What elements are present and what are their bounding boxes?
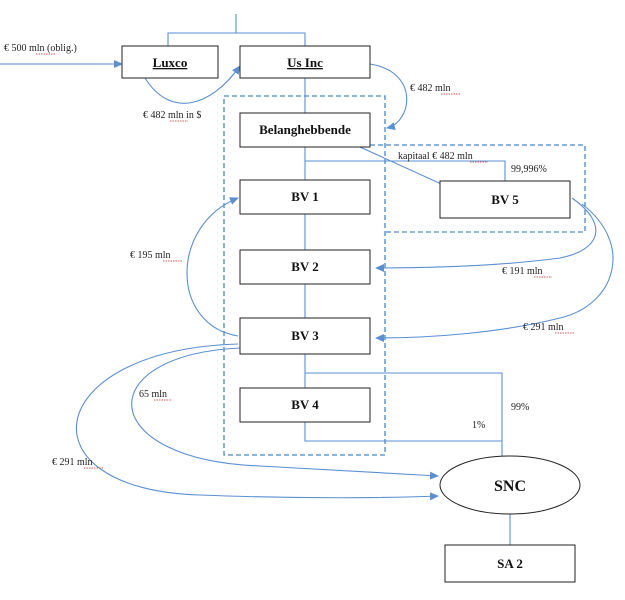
arrow-bv5-bv2 [375,197,597,272]
bv5-label: BV 5 [491,192,519,207]
bv5-box: BV 5 [439,180,571,219]
arrow-bv3-snc-65 [131,347,439,480]
label-loan-in: € 500 mln (oblig.) [4,43,77,54]
line-top-usinc [167,14,237,46]
snc-box: SNC [439,455,581,515]
us-inc-label: Us Inc [287,55,323,70]
belanghebbende-box: Belanghebbende [239,112,371,148]
luxco-box: Luxco [121,45,219,79]
arrow-bv5-bv3 [375,203,614,342]
us-inc-box: Us Inc [239,45,371,79]
label-usinc-belang: € 482 mln [410,83,451,94]
label-luxco-usinc: € 482 mln in $ [143,110,201,121]
line-bv1-bv5-split [305,160,506,181]
label-snc-1: 1% [472,420,485,431]
bv1-box: BV 1 [239,179,371,215]
arrow-luxco-usinc [144,65,241,104]
label-kapitaal: kapitaal € 482 mln [398,151,473,162]
fiscal-unity-border-main [223,95,386,456]
label-bv3-snc-291: € 291 mln [52,457,93,468]
arrow-bv3-snc-291 [76,343,439,501]
fiscal-unity-border-bv5 [370,144,586,233]
arrow-usinc-belang [369,63,408,131]
bv4-box: BV 4 [239,387,371,423]
sa2-label: SA 2 [497,556,523,571]
line-bv3-snc-99 [305,372,503,456]
label-bv5-bv3: € 291 mln [523,322,564,333]
label-bv3-bv1: € 195 mln [130,250,171,261]
label-bv5-bv2: € 191 mln [502,266,543,277]
arrow-bv3-bv1 [186,197,239,337]
bv2-box: BV 2 [239,249,371,285]
bv4-label: BV 4 [291,397,319,412]
label-bv5-pct: 99,996% [511,164,547,175]
luxco-label: Luxco [153,55,188,70]
label-bv3-snc-65: 65 mln [139,389,167,400]
bv3-label: BV 3 [291,328,319,343]
line-bv4-snc-1 [304,422,502,442]
bv1-label: BV 1 [291,189,319,204]
snc-label: SNC [494,478,526,495]
bv3-box: BV 3 [239,317,371,355]
belanghebbende-label: Belanghebbende [259,122,351,137]
sa2-box: SA 2 [444,544,576,583]
line-top-usinc-b [236,32,306,46]
bv2-label: BV 2 [291,259,319,274]
label-snc-99: 99% [511,402,529,413]
